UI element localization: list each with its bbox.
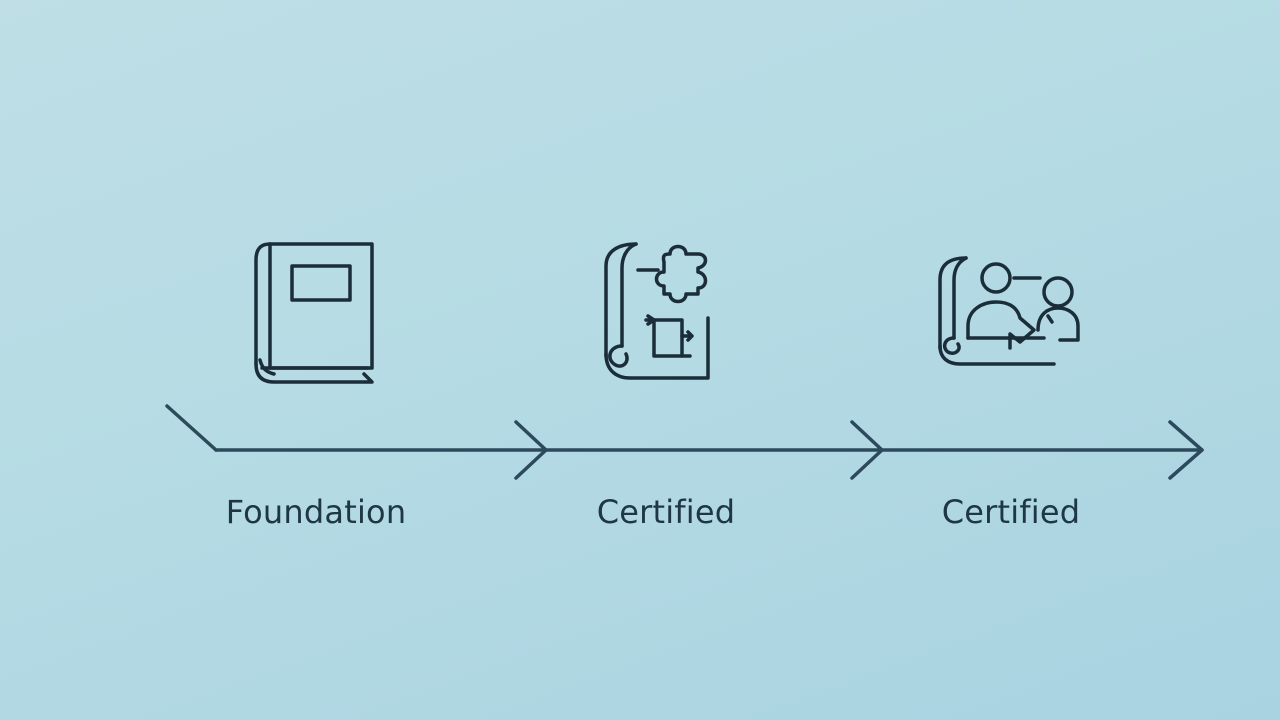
stage-label-certified: Certified xyxy=(596,493,736,531)
chevron-right-icon xyxy=(850,420,884,480)
blueprint-scroll-icon xyxy=(596,236,736,384)
chevron-right-icon xyxy=(1168,420,1204,480)
stage-label-foundation: Foundation xyxy=(225,493,407,531)
chevron-right-icon xyxy=(514,420,548,480)
book-icon xyxy=(248,236,380,388)
stage-label-certified-advanced: Certified xyxy=(941,493,1081,531)
presenter-scroll-icon xyxy=(934,252,1094,372)
timeline-start-tick xyxy=(165,404,218,452)
